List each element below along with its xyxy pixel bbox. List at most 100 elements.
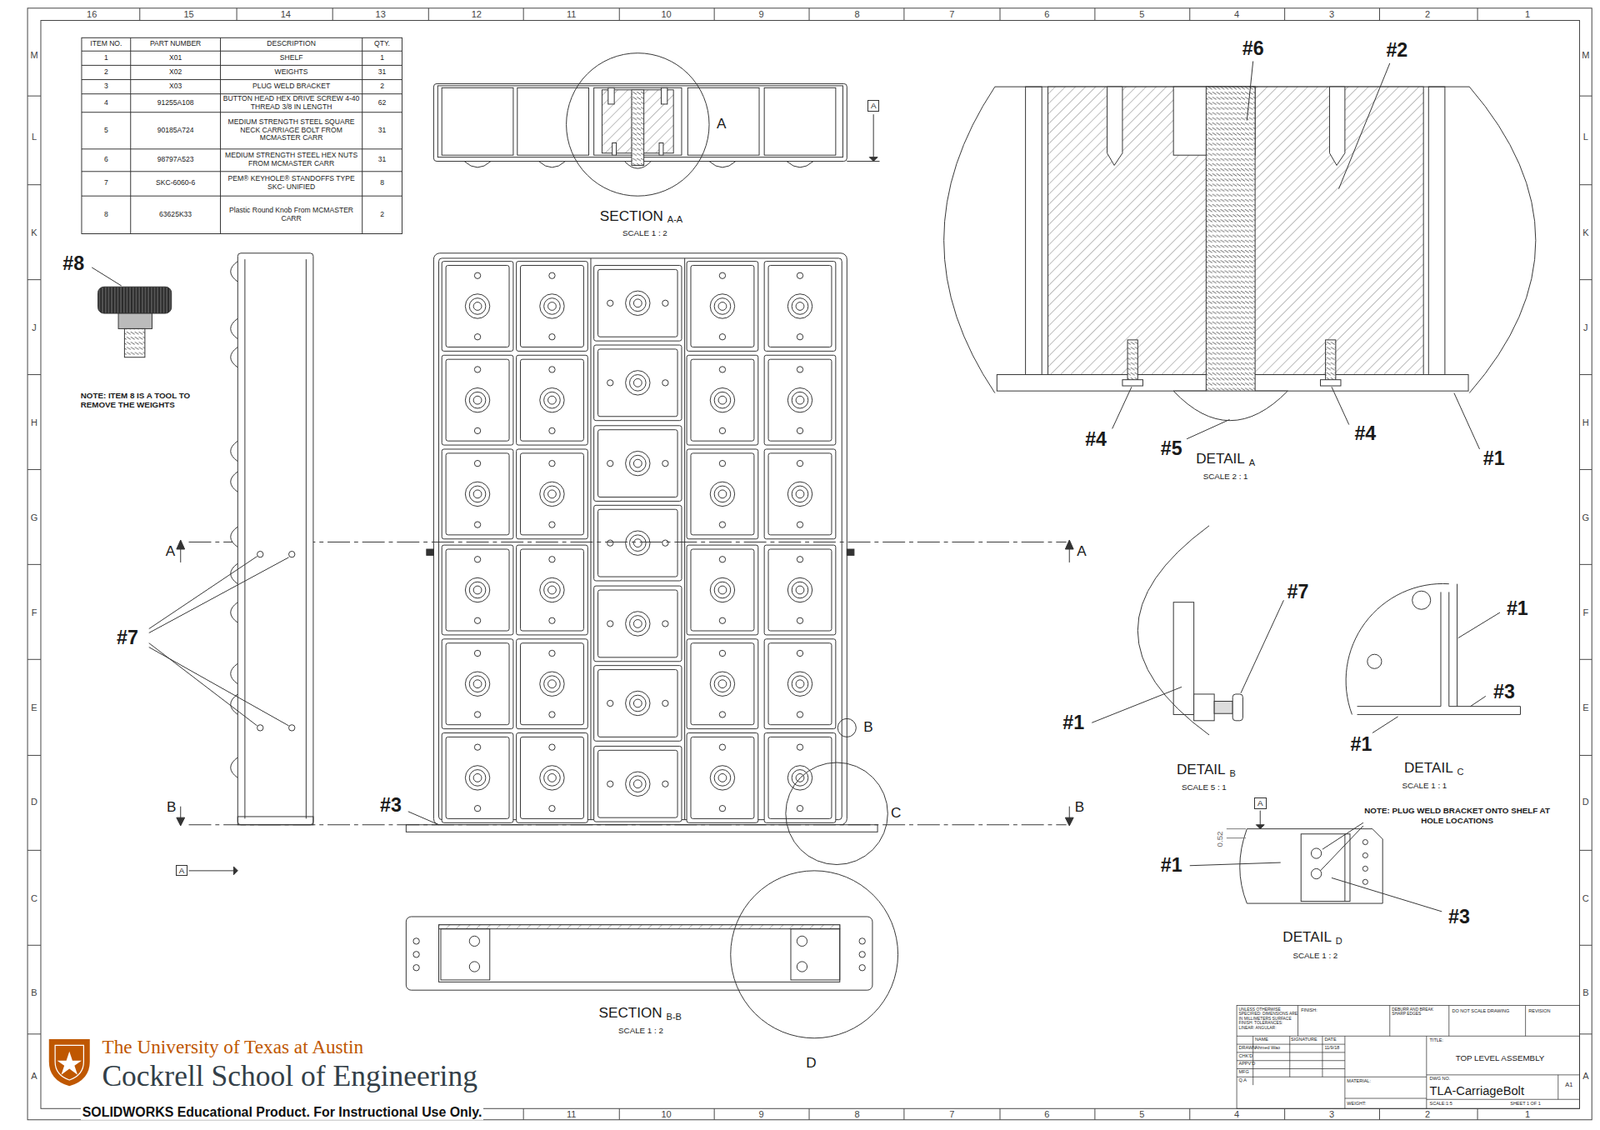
view-title: DETAIL [1195,450,1245,468]
top-view [594,505,682,581]
zone-marker: H [1582,417,1590,429]
section-a-a-view [608,87,615,105]
section-b-b-view [439,925,840,930]
section-b-b-view [405,870,898,1039]
zone-marker: L [31,131,37,143]
top-view [405,825,878,833]
zone-marker: K [30,227,37,239]
zone-marker: 4 [1234,1109,1240,1120]
title-block-text: UNLESS OTHERWISE SPECIFIED: DIMENSIONS A… [1239,1007,1299,1031]
table-cell: SKC-6060-6 [132,179,219,188]
callout-number: #6 [1242,36,1265,60]
zone-marker: 2 [1425,1109,1430,1120]
top-view [686,261,759,352]
detail-d-view [1362,879,1368,885]
zone-marker: L [1583,131,1589,143]
section-a-a-view [846,114,880,161]
scale-note: SCALE 5 : 1 [1181,783,1227,793]
side-view [189,870,235,871]
university-shield [57,1051,82,1075]
detail-a-view [1173,390,1288,421]
drawing-frame [27,8,1592,1120]
zone-marker: 1 [1525,9,1530,20]
table-cell: X03 [132,82,219,91]
table-cell: 31 [364,155,400,165]
top-view [686,545,759,635]
scale-note: SCALE 1 : 2 [622,229,668,239]
section-a-a-view [566,53,710,196]
zone-marker: B [1582,987,1589,999]
side-view [149,556,290,726]
view-title: SECTION [599,1005,663,1022]
section-b-b-view [413,965,420,971]
table-cell: 2 [83,68,129,77]
table-cell: X02 [132,68,219,77]
table-cell: BUTTON HEAD HEX DRIVE SCREW 4-40 THREAD … [222,95,360,112]
table-cell: 8 [364,179,400,188]
detail-a-view [1325,340,1336,381]
zone-marker: 1 [1525,1109,1530,1120]
side-view [233,866,238,875]
title-block-text: WEIGHT: [1346,1100,1366,1106]
detail-a-view [1122,380,1143,386]
zone-marker: 6 [1044,1109,1050,1120]
zone-marker: 4 [1234,9,1240,20]
top-view [594,425,682,502]
side-view [237,253,314,825]
section-letter: B [166,799,176,816]
detail-c-view [1345,583,1520,733]
section-cut-line [189,541,1067,825]
table-cell: ITEM NO. [83,40,129,49]
section-b-b-view [413,938,420,945]
detail-a-view [944,86,1536,393]
title-block-text: DATE [1324,1036,1336,1042]
zone-marker: C [30,892,38,904]
zone-marker: 13 [375,9,386,20]
title-block-text: TITLE: [1430,1037,1445,1043]
title-block-text: APPV'D [1239,1060,1256,1066]
zone-marker: 15 [183,9,194,20]
detail-a-view [1025,86,1043,375]
detail-d-view [1362,852,1368,858]
table-cell: QTY. [364,40,400,49]
zone-marker: 9 [758,1109,764,1120]
zone-marker: J [31,322,37,334]
title-block-grid [1236,1005,1580,1037]
view-title: A-A [667,214,683,225]
top-view [433,253,847,825]
callout-number: #4 [1354,422,1376,445]
section-a-a-view [764,87,836,155]
top-view [516,733,589,824]
detail-d-view [1190,810,1442,912]
datum-letter: A [179,865,185,875]
knob-illustration [124,328,145,357]
section-b-b-view [413,951,420,958]
callout-number: #1 [1160,854,1183,877]
datum-box: A [867,100,880,112]
top-view [441,733,514,824]
scale-note: SCALE 1 : 2 [618,1025,664,1035]
zone-marker: E [1582,701,1589,713]
title-block-text: TOP LEVEL ASSEMBLY [1455,1053,1545,1063]
table-cell: 2 [364,210,400,220]
table-cell: 7 [83,179,129,188]
detail-a-view [1330,86,1345,165]
section-b-b-view [859,965,865,971]
zone-marker: E [30,701,37,713]
detail-d-view [1300,834,1350,902]
section-cut-line [176,540,185,550]
zone-marker: D [30,796,38,808]
table-cell: PEM® KEYHOLE® STANDOFFS TYPE SKC- UNIFIE… [222,175,360,193]
top-view [837,718,856,737]
table-cell: DESCRIPTION [222,40,360,49]
zone-marker: 16 [86,9,97,20]
title-block-text: DEBURR AND BREAK SHARP EDGES [1391,1007,1447,1017]
zone-marker: G [1582,511,1590,523]
top-view [516,545,589,635]
side-view [289,550,295,557]
zone-marker: 9 [758,9,764,20]
note-text: NOTE: PLUG WELD BRACKET ONTO SHELF AT HO… [1362,805,1552,825]
section-a-a-view [433,53,880,196]
section-cut-line [180,548,1070,820]
